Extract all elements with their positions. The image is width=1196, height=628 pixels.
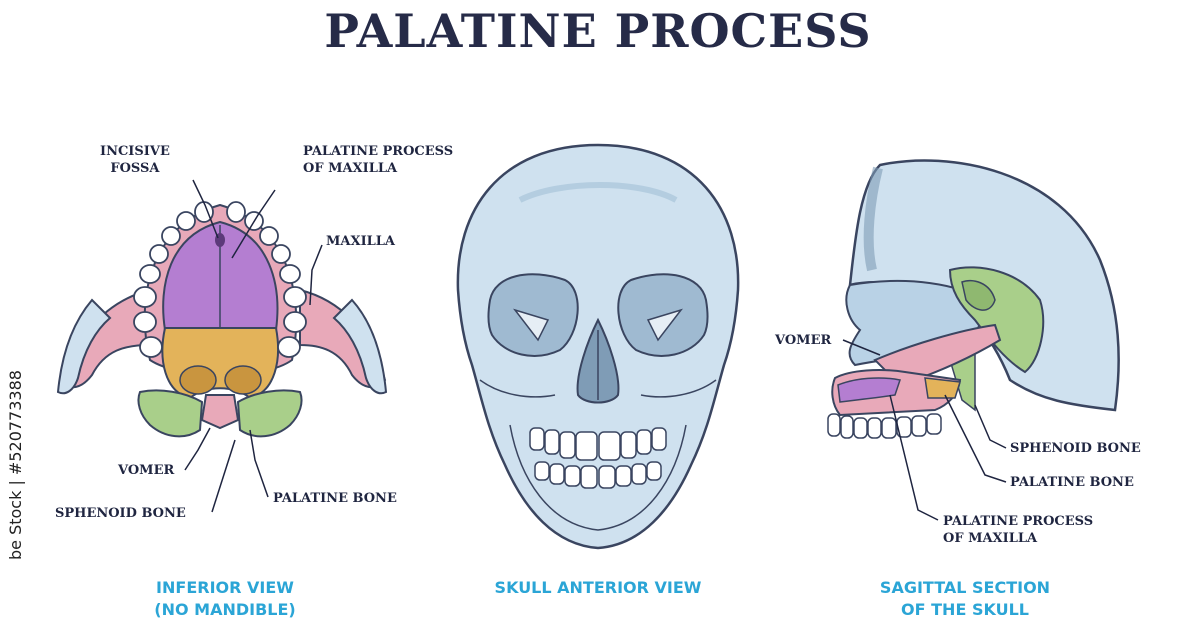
label-sphenoid-inferior: SPHENOID BONE — [55, 506, 186, 521]
sagittal-palatine-bone — [924, 377, 961, 399]
anterior-view-skull — [456, 143, 740, 550]
label-sphenoid-sagittal: SPHENOID BONE — [1010, 441, 1141, 456]
sagittal-teeth — [827, 413, 942, 439]
inferior-zygoma-right — [332, 298, 388, 395]
sagittal-vomer — [873, 323, 1002, 387]
label-vomer-inferior: VOMER — [118, 463, 175, 478]
label-vomer-sagittal: VOMER — [775, 333, 832, 348]
label-palatine-bone-inferior: PALATINE BONE — [273, 491, 397, 506]
inferior-sphenoid-right — [236, 389, 303, 438]
inferior-vomer — [200, 394, 240, 430]
stock-watermark: be Stock | #520773388 — [6, 370, 25, 560]
inferior-sphenoid-left — [137, 389, 204, 438]
label-incisive-fossa: INCISIVE FOSSA — [100, 144, 170, 176]
caption-inferior-view: INFERIOR VIEW (NO MANDIBLE) — [154, 578, 296, 619]
sagittal-palatine-process — [837, 377, 901, 403]
inferior-palatine-bone — [161, 327, 279, 400]
caption-sagittal-section: SAGITTAL SECTION OF THE SKULL — [879, 578, 1051, 619]
caption-skull-anterior-view: SKULL ANTERIOR VIEW — [494, 578, 702, 597]
label-palatine-process-sagittal: PALATINE PROCESS OF MAXILLA — [943, 514, 1094, 546]
page-title: PALATINE PROCESS — [324, 4, 872, 58]
inferior-teeth — [133, 201, 307, 358]
sagittal-section-diagram — [827, 159, 1120, 521]
label-palatine-bone-sagittal: PALATINE BONE — [1010, 475, 1134, 490]
label-palatine-process-inferior: PALATINE PROCESS OF MAXILLA — [303, 144, 454, 176]
skull-upper-teeth — [529, 427, 667, 461]
skull-lower-teeth — [534, 461, 662, 489]
inferior-view-diagram — [56, 179, 388, 513]
label-maxilla: MAXILLA — [326, 234, 396, 249]
inferior-zygoma-left — [56, 298, 112, 395]
